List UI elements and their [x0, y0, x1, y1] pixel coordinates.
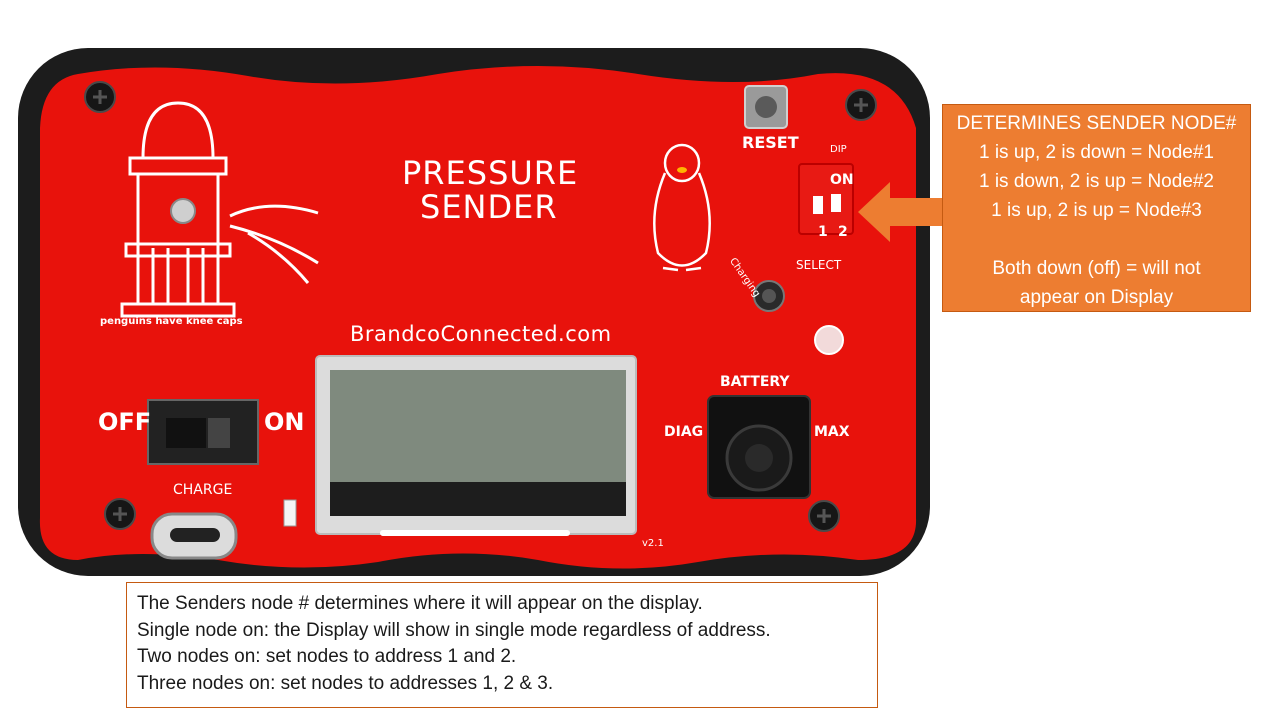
- title-line-2: SENDER: [420, 188, 558, 226]
- slogan-label: penguins have knee caps: [100, 316, 243, 327]
- version-label: v2.1: [642, 538, 664, 549]
- power-on-label: ON: [264, 408, 305, 436]
- callout-line: 1 is up, 2 is up = Node#3: [991, 200, 1202, 221]
- diag-label: DIAG: [664, 424, 704, 440]
- note-line: Two nodes on: set nodes to address 1 and…: [137, 646, 517, 667]
- note-line: Single node on: the Display will show in…: [137, 619, 771, 641]
- note-line: The Senders node # determines where it w…: [137, 593, 703, 614]
- power-off-label: OFF: [98, 408, 152, 436]
- select-label: SELECT: [796, 258, 842, 272]
- callout-arrow: [858, 182, 942, 242]
- dip-switch-callout: DETERMINES SENDER NODE# 1 is up, 2 is do…: [942, 104, 1251, 312]
- note-line: Three nodes on: set nodes to addresses 1…: [137, 672, 554, 694]
- dip-switch-1-label: 1: [818, 224, 828, 240]
- pressure-sender-device: PRESSURE SENDER BrandcoConnected.com pen…: [18, 48, 930, 576]
- callout-line: [943, 225, 1250, 254]
- hydrant-logo: [120, 101, 319, 318]
- reset-label: RESET: [742, 133, 799, 152]
- max-label: MAX: [814, 424, 850, 440]
- callout-line: 1 is down, 2 is up = Node#2: [978, 171, 1214, 192]
- charge-label: CHARGE: [173, 482, 233, 498]
- dip-label: DIP: [830, 144, 847, 155]
- title-line-1: PRESSURE: [402, 154, 579, 192]
- website-label: BrandcoConnected.com: [350, 322, 612, 346]
- penguin-logo: [653, 143, 711, 272]
- dip-on-label: ON: [830, 172, 854, 188]
- callout-line: appear on Display: [1019, 287, 1174, 308]
- device-board-graphic: [18, 48, 930, 576]
- callout-line: 1 is up, 2 is down = Node#1: [978, 142, 1214, 163]
- node-notes-box: The Senders node # determines where it w…: [126, 582, 878, 708]
- battery-label: BATTERY: [720, 374, 790, 390]
- dip-switch-2-label: 2: [838, 224, 848, 240]
- callout-line: Both down (off) = will not: [992, 258, 1201, 279]
- callout-line: DETERMINES SENDER NODE#: [956, 113, 1237, 134]
